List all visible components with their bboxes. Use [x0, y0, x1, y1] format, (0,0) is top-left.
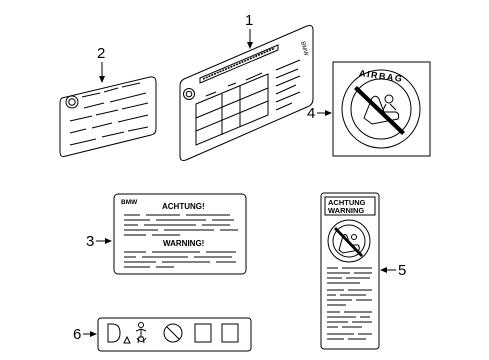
grommet-hole-icon [183, 88, 195, 100]
callout-6: 6 [73, 326, 97, 343]
callout-number: 1 [245, 12, 253, 29]
prohibition-icon [163, 323, 183, 343]
callout-3: 3 [86, 233, 112, 250]
callout-number: 5 [398, 262, 406, 279]
text-lines [327, 267, 372, 340]
callout-number: 2 [97, 45, 105, 62]
label-6 [97, 317, 252, 352]
grommet-hole-icon [65, 95, 79, 109]
callout-number: 3 [86, 233, 94, 250]
prohibition-icon [354, 86, 405, 135]
label-5: ACHTUNG WARNING [320, 192, 380, 350]
square-icon [194, 323, 212, 343]
corner-text: BMW [299, 41, 309, 57]
child-seat-icon [363, 94, 400, 125]
heading-bottom: WARNING! [163, 239, 204, 248]
label-4: AIRBAG [332, 61, 431, 157]
square-icon [221, 323, 239, 343]
callout-number: 4 [307, 105, 315, 122]
callout-4: 4 [307, 105, 332, 122]
callout-number: 6 [73, 326, 81, 343]
warning-triangle-icon [123, 335, 131, 344]
text-lines [124, 214, 238, 268]
label-2 [59, 76, 157, 157]
callout-5: 5 [380, 262, 406, 279]
text-lines [205, 59, 301, 111]
callout-1: 1 [245, 12, 253, 49]
child-seat-icon [338, 234, 360, 254]
callout-2: 2 [97, 45, 105, 83]
child-figure-icon [135, 322, 147, 344]
heading-top: ACHTUNG! [162, 202, 205, 211]
lamp-icon [107, 323, 121, 343]
brand-text: BMW [121, 199, 138, 206]
heading-line1: ACHTUNG [328, 198, 366, 207]
text-lines [69, 82, 149, 146]
label-1: BMW [179, 25, 314, 161]
heading-line2: WARNING [328, 206, 364, 215]
label-3: BMW ACHTUNG! WARNING! [113, 193, 247, 275]
